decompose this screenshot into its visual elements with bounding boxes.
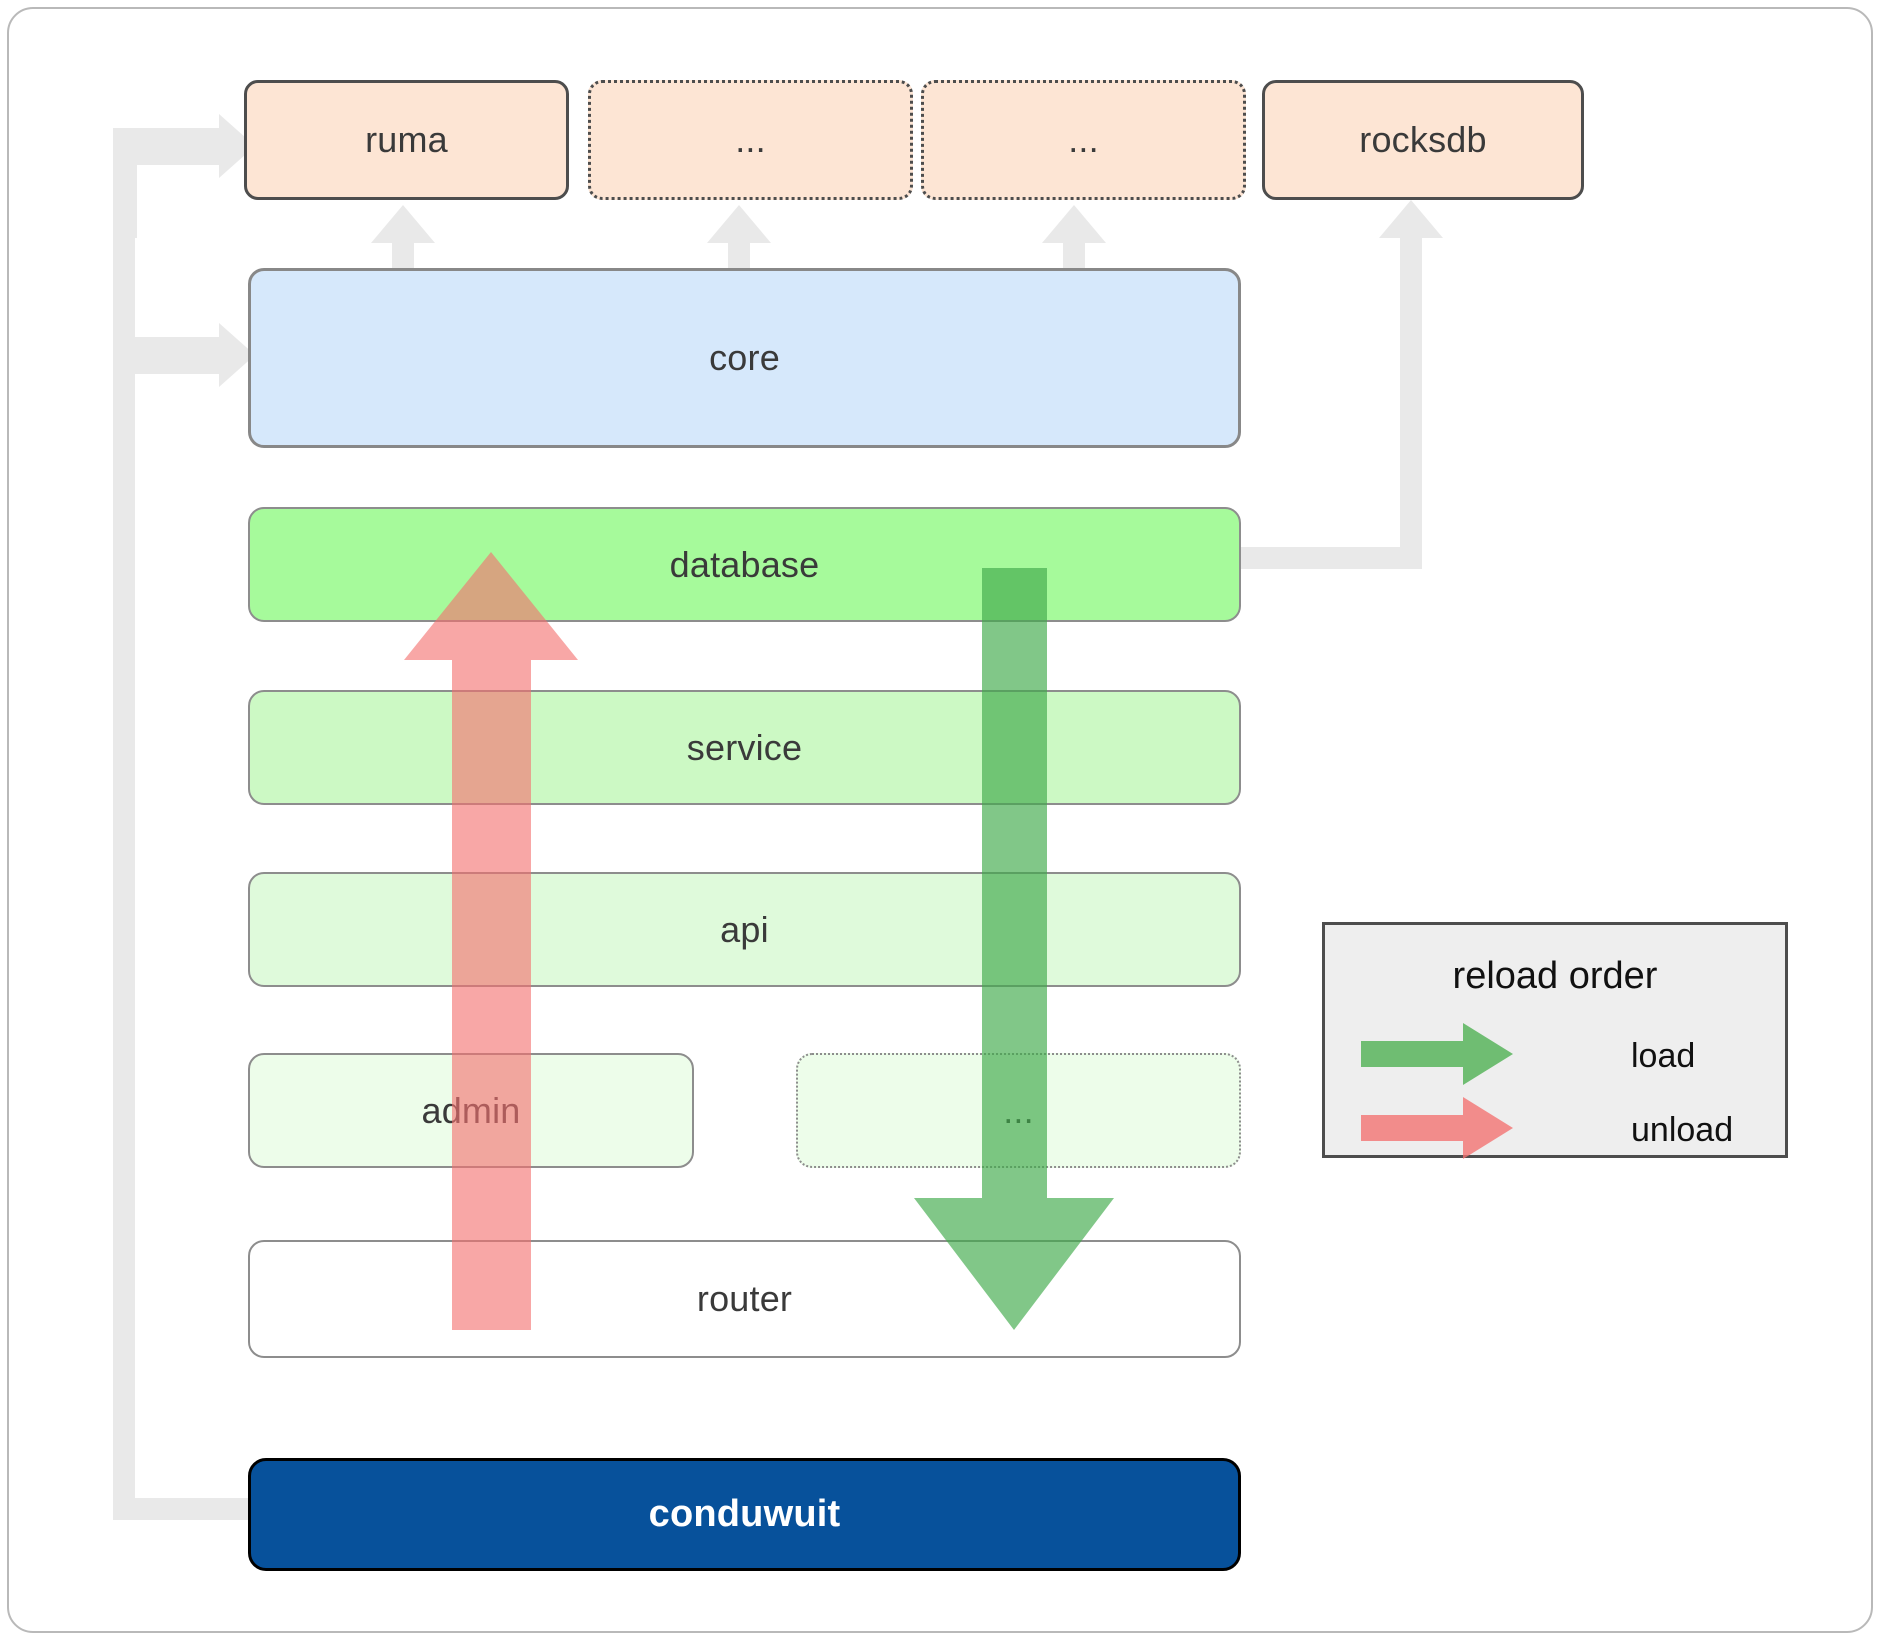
connector-database-to-rocksdb-v	[1400, 236, 1422, 569]
connector-database-to-rocksdb-h	[1222, 547, 1422, 569]
layer-box-admin[interactable]: admin	[248, 1053, 694, 1168]
layer-box-api[interactable]: api	[248, 872, 1241, 987]
legend-panel: reload order load unload	[1322, 922, 1788, 1159]
layer-label: api	[720, 908, 769, 950]
legend-label-load: load	[1631, 1037, 1696, 1075]
legend-label-unload: unload	[1631, 1111, 1734, 1149]
root-label: conduwuit	[648, 1493, 841, 1535]
dependency-label: ...	[735, 119, 766, 160]
dependency-label: rocksdb	[1359, 119, 1487, 160]
connector-branch-core-bar	[113, 337, 225, 374]
core-label: core	[709, 337, 780, 378]
dependency-label: ...	[1068, 119, 1099, 160]
diagram-frame	[7, 7, 1873, 1633]
dependency-box-rocksdb[interactable]: rocksdb	[1262, 80, 1584, 200]
legend-unload-arrow-icon	[1361, 1097, 1513, 1159]
layer-box-ellipsis[interactable]: ...	[796, 1053, 1241, 1168]
layer-box-database[interactable]: database	[248, 507, 1241, 622]
dependency-label: ruma	[365, 119, 448, 160]
core-box[interactable]: core	[248, 268, 1241, 448]
layer-label: database	[669, 543, 820, 585]
dependency-box-ellipsis-1[interactable]: ...	[588, 80, 913, 200]
connector-core-to-ruma-head	[371, 205, 435, 243]
dependency-box-ruma[interactable]: ruma	[244, 80, 569, 200]
legend-load-arrow-icon	[1361, 1023, 1513, 1085]
connector-branch-ruma-bar	[113, 128, 225, 165]
legend-title: reload order	[1452, 955, 1658, 997]
legend-arrow-shapes	[1361, 1023, 1513, 1159]
connector-core-to-dots2-head	[1042, 205, 1106, 243]
layer-box-service[interactable]: service	[248, 690, 1241, 805]
layer-label: router	[696, 1278, 793, 1319]
connector-left-to-conduwuit	[113, 1498, 248, 1520]
layer-box-router[interactable]: router	[248, 1240, 1241, 1358]
root-box-conduwuit[interactable]: conduwuit	[248, 1458, 1241, 1571]
connector-core-to-dots1-head	[707, 205, 771, 243]
connector-arrow-rocksdb	[1379, 200, 1443, 238]
dependency-box-ellipsis-2[interactable]: ...	[921, 80, 1246, 200]
layer-label: admin	[421, 1089, 521, 1131]
connector-left-trunk	[113, 128, 135, 1520]
layer-label: service	[686, 726, 803, 768]
layer-label: ...	[1003, 1089, 1034, 1131]
